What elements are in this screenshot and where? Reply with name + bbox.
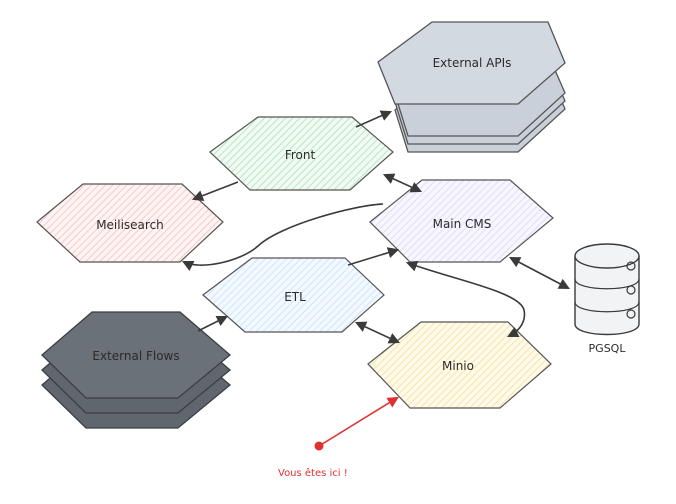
edge-front-to-meilisearch <box>191 181 239 201</box>
edge-etl-minio <box>354 321 401 344</box>
edge-external-flows-to-etl <box>197 315 229 332</box>
front-label: Front <box>285 148 316 162</box>
edge-main-cms-minio <box>405 260 526 338</box>
disk-indicator-icon <box>626 261 636 271</box>
external-flows-stack: External Flows <box>41 311 232 429</box>
edge-front-main-cms <box>382 173 423 193</box>
minio-node[interactable]: Minio <box>367 321 552 409</box>
etl-label: ETL <box>284 290 306 304</box>
edge-main-cms-pgsql <box>509 256 570 290</box>
external-apis-label: External APIs <box>433 56 512 70</box>
edge-main-cms-to-meilisearch <box>181 203 384 272</box>
external-apis-stack: External APIs <box>377 21 566 153</box>
meilisearch-label: Meilisearch <box>96 218 164 232</box>
pgsql-database: PGSQL <box>574 243 640 355</box>
you-are-here-marker: Vous êtes ici ! <box>278 396 399 479</box>
edge-etl-to-main-cms <box>347 247 400 266</box>
edge-front-to-external-apis <box>355 110 393 128</box>
main-cms-label: Main CMS <box>433 217 492 231</box>
front-node[interactable]: Front <box>209 116 394 191</box>
minio-label: Minio <box>442 359 474 373</box>
external-flows-label: External Flows <box>92 349 179 363</box>
main-cms-node[interactable]: Main CMS <box>369 179 554 263</box>
pgsql-label: PGSQL <box>589 342 627 355</box>
you-are-here-label: Vous êtes ici ! <box>278 467 348 479</box>
disk-indicator-icon <box>626 285 636 295</box>
etl-node[interactable]: ETL <box>202 257 385 333</box>
you-are-here-dot <box>314 441 324 451</box>
meilisearch-node[interactable]: Meilisearch <box>36 183 224 263</box>
you-are-here-arrow <box>318 396 399 447</box>
edges <box>181 110 570 344</box>
disk-indicator-icon <box>626 309 636 319</box>
